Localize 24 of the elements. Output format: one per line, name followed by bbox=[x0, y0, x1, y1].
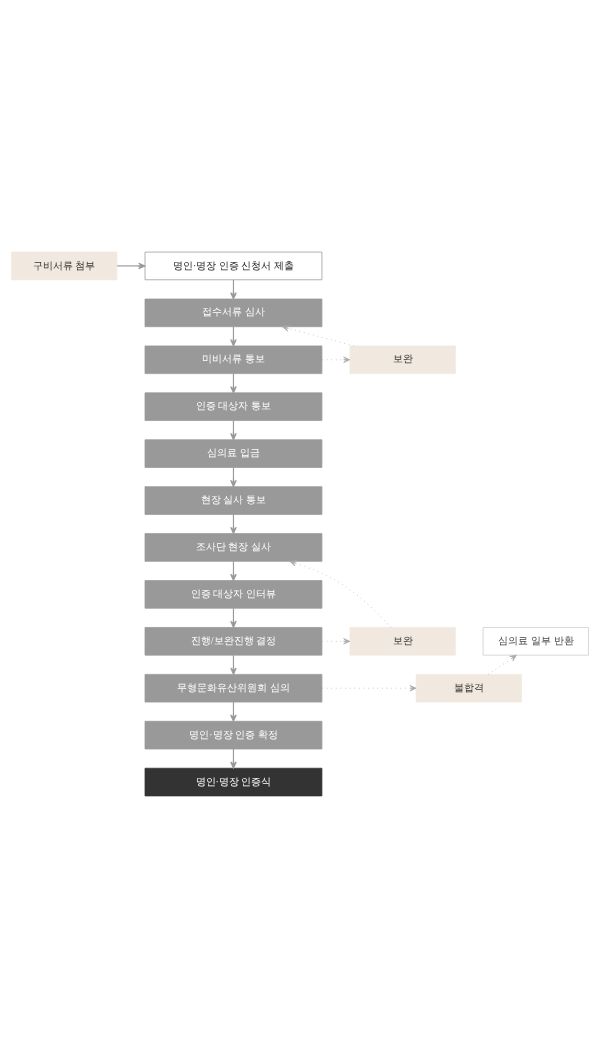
node-box: 인증 대상자 통보 bbox=[144, 391, 323, 421]
node-box: 심의료 입금 bbox=[144, 438, 323, 468]
node-box: 보완 bbox=[349, 626, 456, 656]
node-box: 심의료 일부 반환 bbox=[482, 626, 589, 656]
node-box: 진행/보완진행 결정 bbox=[144, 626, 323, 656]
arrow bbox=[116, 262, 146, 269]
node-box: 접수서류 심사 bbox=[144, 298, 323, 327]
arrow bbox=[321, 637, 351, 644]
node-box: 무형문화유산위원회 심의 bbox=[144, 673, 323, 702]
node-box: 명인·명장 인증 확정 bbox=[144, 720, 323, 749]
arrow bbox=[289, 559, 392, 628]
node-box: 구비서류 첨부 bbox=[11, 251, 118, 280]
node-box: 미비서류 통보 bbox=[144, 345, 323, 374]
arrow bbox=[321, 356, 351, 363]
arrow bbox=[487, 654, 517, 675]
node-box: 현장 실사 통보 bbox=[144, 485, 323, 515]
node-box: 명인·명장 인증 신청서 제출 bbox=[144, 251, 323, 280]
node-box: 불합격 bbox=[415, 673, 522, 702]
node-box: 명인·명장 인증식 bbox=[144, 767, 323, 796]
node-box: 인증 대상자 인터뷰 bbox=[144, 579, 323, 609]
arrow bbox=[321, 684, 417, 691]
node-box: 조사단 현장 실사 bbox=[144, 532, 323, 562]
arrow bbox=[282, 324, 355, 346]
node-box: 보완 bbox=[349, 345, 456, 374]
